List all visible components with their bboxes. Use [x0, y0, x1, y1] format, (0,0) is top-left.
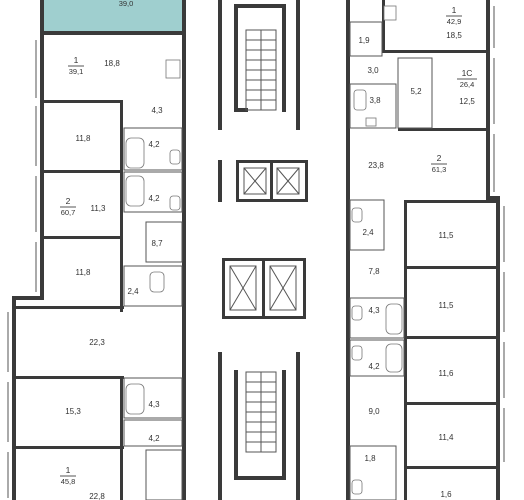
- room-area: 11,5: [439, 301, 455, 310]
- room-area: 11,3: [91, 204, 107, 213]
- room-area: 4,3: [368, 306, 380, 315]
- apartment-rooms: 1: [74, 55, 79, 65]
- room-area: 5,2: [410, 87, 422, 96]
- stair-bottom: [245, 371, 277, 453]
- room-area: 4,2: [148, 194, 160, 203]
- apartment-area: 39,1: [69, 67, 84, 76]
- room-area: 1,8: [364, 454, 376, 463]
- room-area: 2,4: [362, 228, 374, 237]
- apartment-rooms: 2: [66, 196, 71, 206]
- room-area: 1,9: [358, 36, 370, 45]
- apartment-area: 42,9: [447, 17, 462, 26]
- room-area: 12,5: [459, 97, 475, 106]
- room-area: 23,8: [368, 161, 384, 170]
- room-area: 8,7: [151, 239, 163, 248]
- room-area: 1,6: [440, 490, 452, 499]
- room-area: 7,8: [368, 267, 380, 276]
- apartment-area: 26,4: [460, 80, 475, 89]
- apartment-rooms: 1: [452, 5, 457, 15]
- room-area: 4,2: [368, 362, 380, 371]
- right-building: [346, 0, 505, 500]
- highlighted-apartment[interactable]: [42, 0, 182, 33]
- left-building: [7, 0, 186, 500]
- room-area: 15,3: [65, 407, 81, 416]
- room-area: 18,8: [104, 59, 120, 68]
- room-area: 4,3: [151, 106, 163, 115]
- room-area: 3,8: [369, 96, 381, 105]
- stair-top: [245, 29, 277, 111]
- apartment-rooms: 1: [66, 465, 71, 475]
- room-area: 22,8: [89, 492, 105, 500]
- apartment-area: 60,7: [61, 208, 76, 217]
- apartment-area: 61,3: [432, 165, 447, 174]
- building-core: [218, 0, 308, 500]
- room-area: 11,6: [439, 369, 455, 378]
- highlighted-apartment-area: 39,0: [119, 0, 134, 8]
- room-area: 9,0: [368, 407, 380, 416]
- apartment-rooms: 2: [437, 153, 442, 163]
- room-area: 18,5: [446, 31, 462, 40]
- room-area: 11,8: [76, 134, 92, 143]
- room-area: 2,4: [127, 287, 139, 296]
- room-area: 3,0: [367, 66, 379, 75]
- room-area: 11,5: [439, 231, 455, 240]
- room-area: 4,2: [148, 140, 160, 149]
- room-area: 11,8: [76, 268, 92, 277]
- apartment-area: 45,8: [61, 477, 76, 486]
- room-area: 4,3: [148, 400, 160, 409]
- apartment-rooms: 1С: [462, 68, 473, 78]
- room-area: 11,4: [439, 433, 455, 442]
- room-area: 22,3: [89, 338, 105, 347]
- room-area: 4,2: [148, 434, 160, 443]
